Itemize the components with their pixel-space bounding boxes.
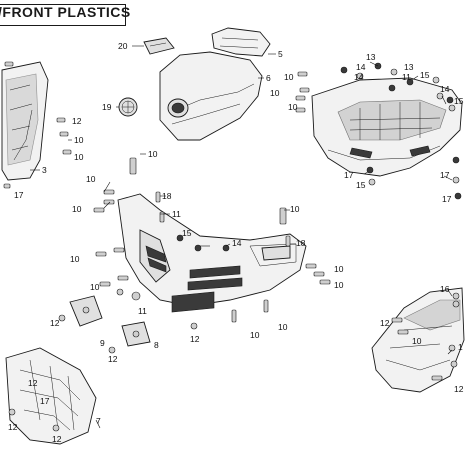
- callout-10: 10: [288, 102, 298, 112]
- callout-18: 18: [162, 191, 172, 201]
- callout-20: 20: [118, 41, 128, 51]
- leader-lines: [30, 45, 453, 429]
- grille-left: [145, 245, 167, 273]
- callout-7: 7: [96, 416, 101, 426]
- callout-12: 12: [52, 434, 62, 444]
- callout-1: 1: [458, 342, 463, 352]
- callout-5: 5: [278, 49, 283, 59]
- grille-right: [187, 265, 243, 291]
- callout-18: 18: [296, 238, 306, 248]
- callout-10: 10: [74, 135, 84, 145]
- decal-plate: [143, 37, 175, 55]
- callout-11: 11: [172, 209, 181, 219]
- callout-15: 15: [420, 70, 430, 80]
- callout-15: 15: [454, 96, 464, 106]
- callout-10: 10: [290, 204, 300, 214]
- callout-17: 17: [440, 170, 450, 180]
- callout-3: 3: [42, 165, 47, 175]
- callout-10: 10: [250, 330, 260, 340]
- callout-14: 14: [356, 62, 366, 72]
- diagram-title: /FRONT PLASTICS: [0, 4, 131, 20]
- callout-14: 14: [354, 72, 364, 82]
- callout-15: 15: [182, 228, 192, 238]
- callout-10: 10: [334, 280, 344, 290]
- callout-17: 17: [344, 170, 354, 180]
- callout-12: 12: [454, 384, 464, 394]
- windshield-piece: [211, 27, 271, 57]
- callout-11: 11: [402, 72, 411, 82]
- callout-10: 10: [70, 254, 80, 264]
- callout-10: 10: [86, 174, 96, 184]
- callout-12: 12: [380, 318, 390, 328]
- clip-center: [121, 321, 151, 347]
- callout-14: 14: [440, 84, 450, 94]
- callout-9: 9: [100, 338, 105, 348]
- callout-10: 10: [334, 264, 344, 274]
- callout-6: 6: [266, 73, 271, 83]
- fuel-cap: [118, 97, 138, 117]
- callout-17: 17: [442, 194, 452, 204]
- callout-19: 19: [102, 102, 112, 112]
- callout-10: 10: [412, 336, 422, 346]
- callout-10: 10: [284, 72, 294, 82]
- callout-13: 13: [404, 62, 414, 72]
- callout-8: 8: [154, 340, 159, 350]
- callout-14: 14: [232, 238, 242, 248]
- callout-13: 13: [366, 52, 376, 62]
- callout-labels: 20 5 6 10 10 10 19 3 17 10 12 10 10 10 1…: [8, 41, 464, 444]
- front-rack-fender: [311, 77, 463, 177]
- callout-10: 10: [72, 204, 82, 214]
- callout-12: 12: [50, 318, 60, 328]
- right-lower-panel: [371, 287, 465, 393]
- callout-17: 17: [40, 396, 50, 406]
- callout-11: 11: [138, 306, 147, 316]
- hardware: [3, 61, 462, 432]
- callout-10: 10: [148, 149, 158, 159]
- callout-10: 10: [270, 88, 280, 98]
- callout-10: 10: [90, 282, 100, 292]
- clip-left: [69, 295, 103, 327]
- callout-12: 12: [190, 334, 200, 344]
- callout-12: 12: [108, 354, 118, 364]
- left-side-panel: [1, 61, 49, 181]
- callout-12: 12: [72, 116, 82, 126]
- callout-10: 10: [74, 152, 84, 162]
- callout-17: 17: [14, 190, 24, 200]
- callout-15: 15: [356, 180, 366, 190]
- front-grille-assembly: [117, 193, 307, 313]
- front-upper-cover: [159, 51, 263, 141]
- callout-16: 16: [440, 284, 450, 294]
- lower-grille: [171, 291, 215, 313]
- callout-12: 12: [28, 378, 38, 388]
- lower-skid-panel: [5, 347, 97, 445]
- callout-12: 12: [8, 422, 18, 432]
- callout-10: 10: [278, 322, 288, 332]
- title-frame: [0, 4, 126, 26]
